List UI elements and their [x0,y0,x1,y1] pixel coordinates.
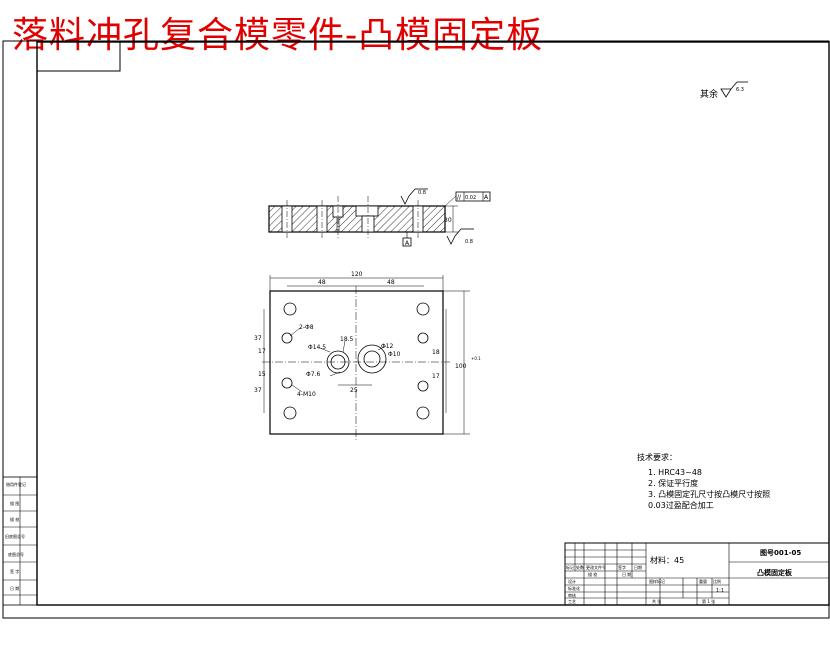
surface-note: 其余 6.3 [700,81,748,100]
inner-frame [36,41,830,606]
col-header-4: 签字 [618,564,626,570]
left-table-1: 借用件登记 [6,481,26,487]
plan-view: 120 48 48 [254,271,481,440]
row-extra-2: 日 期 [622,571,631,577]
pin-holes-callout: 2-Φ8 [299,324,314,331]
drawing-title: 落料冲孔复合模零件-凸模固定板 [12,15,544,56]
thickness-dim: 30 [444,217,452,224]
row-extra-1: 描 校 [588,571,597,577]
left-dim-1: 37 [254,335,262,342]
height-dim: 100 [455,363,467,370]
tech-item-4: 0.03过盈配合加工 [648,500,714,510]
surface-value: 6.3 [736,87,744,93]
plate-outline [269,290,444,435]
sheet-total: 共 张 [652,598,661,604]
front-view: 30 0.8 // 0.02 A A 0.8 [268,188,491,247]
scale: 1:1 [716,588,724,594]
left-dim-4: 37 [254,387,262,394]
left-table-2: 描 图 [10,500,19,506]
corner-box [36,41,121,72]
title-block: 标记 处数 更改文件号 签字 日期 设计 标准化 审核 工艺 描 校 日 期 材… [564,542,830,606]
hole-right-b-callout: Φ10 [388,351,401,358]
row-label-1: 设计 [568,578,576,584]
col-header-1: 标记 [566,564,574,570]
hole-right-callout: Φ12 [381,343,394,350]
row-label-3: 审核 [568,592,576,598]
left-table-5: 底图总号 [8,551,24,557]
material: 材料：45 [650,555,684,565]
right-dim-2: 17 [432,373,440,380]
hole-left-dim: 18.5 [340,336,354,343]
hole-left-callout: Φ14.5 [308,344,326,351]
drawing-number: 图号001-05 [760,548,801,557]
tolerance-frame [455,191,491,202]
hole-small-callout: Φ7.6 [306,371,320,378]
col-header-3: 更改文件号 [586,564,606,570]
left-table-6: 签 字 [10,568,19,574]
tech-item-3: 3. 凸模固定孔尺寸按凸模尺寸按照 [648,489,770,499]
half-width-right-dim: 48 [387,279,395,286]
sheet-number: 第 1 张 [702,598,715,604]
row-label-2: 标准化 [568,585,580,591]
left-dim-2: 17 [258,348,266,355]
half-width-left-dim: 48 [318,279,326,286]
col-header-5: 日期 [634,564,642,570]
outer-border [2,40,830,619]
tolerance-value: 0.02 [465,195,476,201]
stage-label-3: 比例 [713,578,721,584]
row-label-4: 工艺 [568,599,576,604]
punch-holes [326,344,387,374]
tech-item-1: 1. HRC43~48 [648,468,702,477]
screw-holes [281,302,430,420]
roughness-top: 0.8 [418,190,426,196]
spacing-dim: 25 [350,387,358,394]
roughness-bottom: 0.8 [465,239,473,245]
part-name: 凸模固定板 [757,568,793,577]
left-table-7: 日 期 [10,585,19,591]
stage-label-2: 重量 [699,578,707,584]
left-table-3: 描 校 [10,516,19,522]
datum-label: A [405,240,410,247]
left-margin-table: 借用件登记 描 图 描 校 旧底图总号 底图总号 签 字 日 期 [2,476,38,606]
tech-requirements: 技术要求： 1. HRC43~48 2. 保证平行度 3. 凸模固定孔尺寸按凸模… [637,452,770,510]
surface-label: 其余 [700,88,718,100]
right-dim-1: 18 [432,349,440,356]
stage-label-1: 图样标记 [649,578,665,584]
tolerance-datum: A [484,194,489,201]
tolerance-symbol: // [457,194,462,201]
tech-item-2: 2. 保证平行度 [648,478,698,488]
left-dim-3: 15 [258,371,266,378]
overall-width-dim: 120 [351,271,363,278]
col-header-2: 处数 [576,564,584,570]
left-table-4: 旧底图总号 [5,533,25,539]
height-tolerance: +0.1 [471,356,481,361]
roughness-symbol [720,88,732,98]
screw-holes-callout: 4-M10 [297,391,316,398]
tech-heading: 技术要求： [637,452,677,462]
